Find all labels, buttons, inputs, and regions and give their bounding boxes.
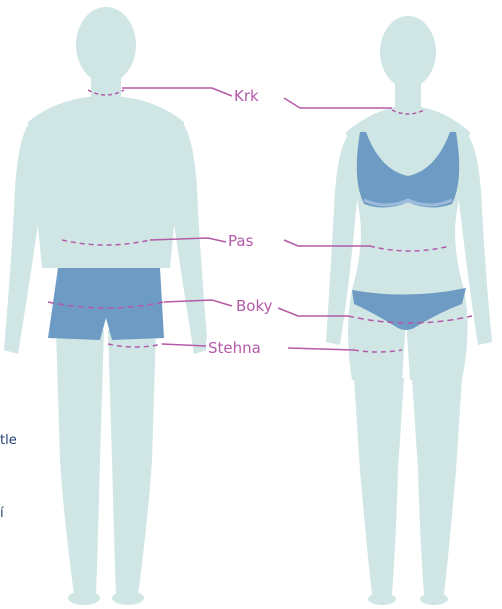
- label-thigh: Stehna: [206, 339, 263, 357]
- male-shorts: [48, 268, 164, 340]
- side-text-line-1: tle: [0, 433, 17, 449]
- label-neck: Krk: [232, 87, 261, 105]
- waist-leader-female: [284, 240, 370, 246]
- thigh-leader-female: [288, 348, 354, 350]
- label-hips: Boky: [234, 297, 275, 315]
- male-figure: [4, 7, 208, 605]
- side-text-line-2: í: [0, 506, 4, 522]
- neck-leader-male: [122, 88, 232, 96]
- label-waist: Pas: [226, 232, 255, 250]
- neck-leader-female: [284, 98, 392, 108]
- female-figure: [326, 16, 492, 605]
